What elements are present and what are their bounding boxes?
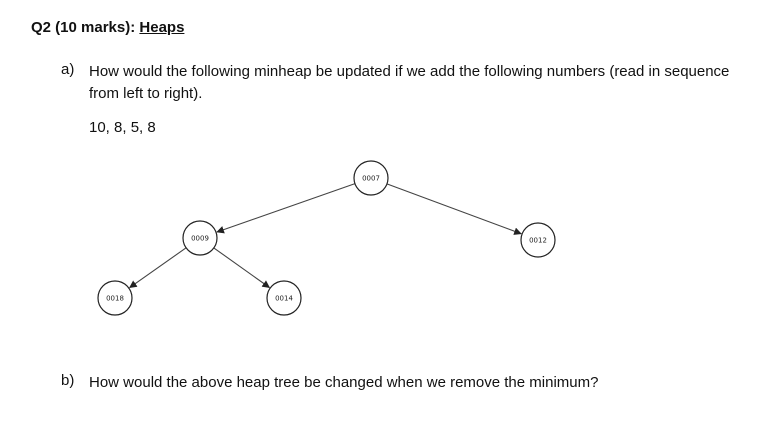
heap-node-label: 0007 [362, 175, 380, 183]
edge-root-to-left [216, 183, 356, 234]
question-topic: Heaps [139, 19, 185, 36]
heap-node-circle [520, 222, 556, 258]
heap-node-circle [182, 220, 218, 256]
heap-node-left-right: 0014 [266, 280, 302, 316]
heap-node-label: 0014 [275, 295, 293, 303]
heap-node-label: 0009 [191, 235, 209, 243]
edge-root-to-right [386, 183, 522, 235]
heap-node-circle [266, 280, 302, 316]
heap-edges [129, 183, 522, 289]
heap-node-circle [97, 280, 133, 316]
heap-node-root: 0007 [353, 160, 389, 196]
heap-node-circle [353, 160, 389, 196]
heap-node-left: 0009 [182, 220, 218, 256]
question-heading: Q2 (10 marks): Heaps [31, 19, 184, 36]
part-a-text: How would the following minheap be updat… [89, 63, 730, 102]
heap-node-label: 0018 [106, 295, 124, 303]
heap-node-label: 0012 [529, 237, 547, 245]
part-b-text: How would the above heap tree be changed… [89, 374, 599, 391]
edge-left-to-left-right [213, 247, 271, 288]
heap-node-right: 0012 [520, 222, 556, 258]
part-a-label: a) [61, 61, 75, 78]
question-number: Q2 (10 marks): [31, 19, 136, 36]
edge-left-to-left-left [129, 247, 187, 289]
part-b-label: b) [61, 372, 75, 389]
heap-node-left-left: 0018 [97, 280, 133, 316]
heap-nodes: 0007 0009 0012 0018 0014 [97, 160, 556, 316]
number-sequence: 10, 8, 5, 8 [89, 119, 156, 136]
